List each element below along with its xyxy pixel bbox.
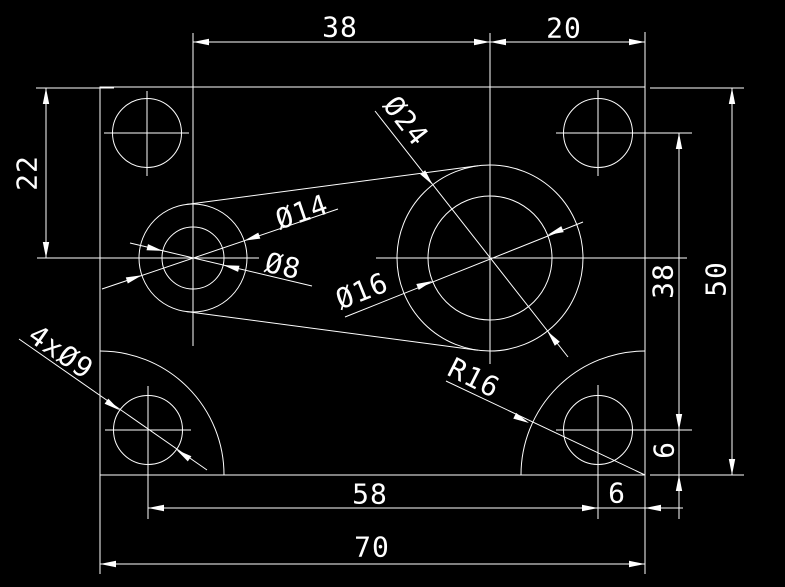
- leader-lines: [18, 110, 646, 476]
- arrow-top38-right: [474, 38, 490, 46]
- arrowheads: [42, 38, 736, 568]
- arrow-6b-right: [645, 504, 661, 512]
- dia-label-16: Ø16: [331, 266, 393, 317]
- leader-r16: [445, 380, 646, 476]
- extension-lines: [36, 32, 744, 574]
- arrow-4xd9-upper: [104, 398, 120, 411]
- tangent-line-lower: [185, 311, 478, 351]
- arrow-58-right: [582, 504, 598, 512]
- arrow-top38-left: [193, 38, 209, 46]
- dia-label-24: Ø24: [376, 90, 435, 153]
- arrow-dia8-right: [223, 265, 240, 272]
- dim-label-right-50: 50: [700, 261, 733, 297]
- dia-label-8: Ø8: [262, 246, 304, 286]
- dim-label-right-38: 38: [647, 263, 680, 299]
- arrow-top20-right: [629, 38, 645, 46]
- arrow-dia24-lower: [547, 331, 560, 346]
- dimension-labels: 38 20 22 38 50 6 58 6 70 Ø14 Ø8 Ø16 Ø24 …: [11, 11, 733, 564]
- radius-label-r16: R16: [443, 351, 506, 405]
- tangent-line-upper: [185, 165, 478, 205]
- dim-label-left-22: 22: [11, 155, 44, 191]
- arrow-38r-top: [675, 133, 683, 149]
- arrow-6r-bottom: [675, 475, 683, 491]
- arrow-dia24-upper: [420, 170, 433, 185]
- leader-dia24: [374, 110, 569, 358]
- arrow-50-bottom: [728, 459, 736, 475]
- dia-label-14: Ø14: [271, 188, 332, 236]
- arrow-70-left: [100, 560, 116, 568]
- plate-outline: [99, 86, 646, 476]
- arrow-dia14-right: [244, 232, 261, 241]
- dim-label-top-20: 20: [546, 12, 582, 45]
- leader-dia14: [101, 208, 339, 290]
- arrow-38r-bottom: [675, 414, 683, 430]
- dim-label-right-6: 6: [648, 441, 681, 459]
- arrow-dia14-left: [125, 275, 142, 284]
- arrow-22-bottom: [42, 242, 50, 258]
- dim-label-bottom-70: 70: [354, 531, 390, 564]
- leader-dia16: [344, 221, 584, 318]
- arrow-dia8-left: [146, 244, 163, 251]
- arrow-r16: [513, 412, 529, 423]
- arrow-58-left: [148, 504, 164, 512]
- dim-label-bottom-58: 58: [352, 478, 388, 511]
- arrow-50-top: [728, 88, 736, 104]
- center-lines: [37, 33, 692, 519]
- dimension-lines: [45, 41, 733, 565]
- arrow-4xd9-lower: [176, 449, 192, 462]
- arrow-dia16-right: [547, 226, 564, 235]
- arrow-22-top: [42, 88, 50, 104]
- arrow-top20-left: [490, 38, 506, 46]
- arrow-70-right: [629, 560, 645, 568]
- dim-label-top-38: 38: [322, 11, 358, 44]
- dim-label-bottom-6: 6: [608, 477, 626, 510]
- arrow-dia16-left: [416, 281, 433, 290]
- holes-note-label-4xd9: 4xØ9: [22, 318, 99, 386]
- corner-arc-bottom-right: [520, 350, 646, 476]
- corner-arc-bottom-left: [99, 350, 225, 476]
